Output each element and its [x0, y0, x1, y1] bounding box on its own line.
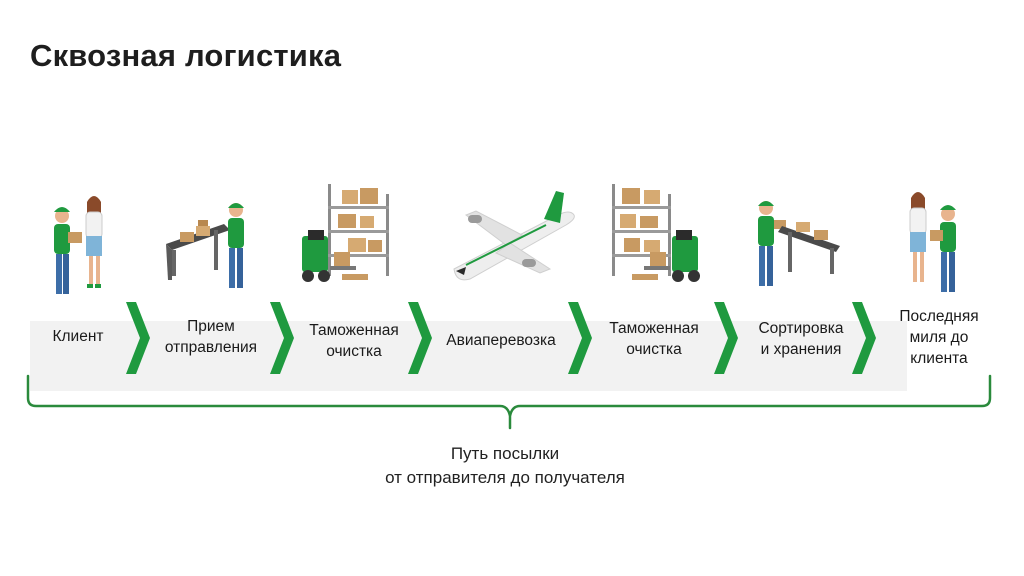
chevron-right-icon	[714, 302, 738, 374]
page-title: Сквозная логистика	[30, 38, 342, 73]
people-icon	[40, 190, 120, 310]
airplane-icon	[446, 185, 581, 305]
warehouse-forklift-icon	[298, 180, 398, 300]
step-sorting-label: Сортировка и хранения	[758, 320, 844, 358]
chevron-right-icon	[568, 302, 592, 374]
conveyor-worker-icon	[752, 196, 847, 316]
bracket-brace	[26, 374, 992, 430]
process-band	[30, 321, 907, 391]
warehouse-forklift-icon	[604, 180, 704, 300]
step-air-freight-label: Авиаперевозка	[446, 332, 556, 349]
path-caption: Путь посылки от отправителя до получател…	[385, 444, 625, 487]
step-customs-1-label: Таможенная очистка	[309, 322, 399, 360]
step-acceptance-label: Прием отправления	[164, 318, 258, 356]
step-last-mile-label: Последняя миля до клиента	[899, 308, 979, 367]
step-customs-2-label: Таможенная очистка	[609, 320, 699, 358]
chevron-right-icon	[126, 302, 150, 374]
chevron-right-icon	[408, 302, 432, 374]
chevron-right-icon	[852, 302, 876, 374]
conveyor-worker-icon	[162, 198, 252, 318]
chevron-right-icon	[270, 302, 294, 374]
people-icon	[900, 188, 970, 308]
step-client-label: Клиент	[52, 328, 104, 345]
